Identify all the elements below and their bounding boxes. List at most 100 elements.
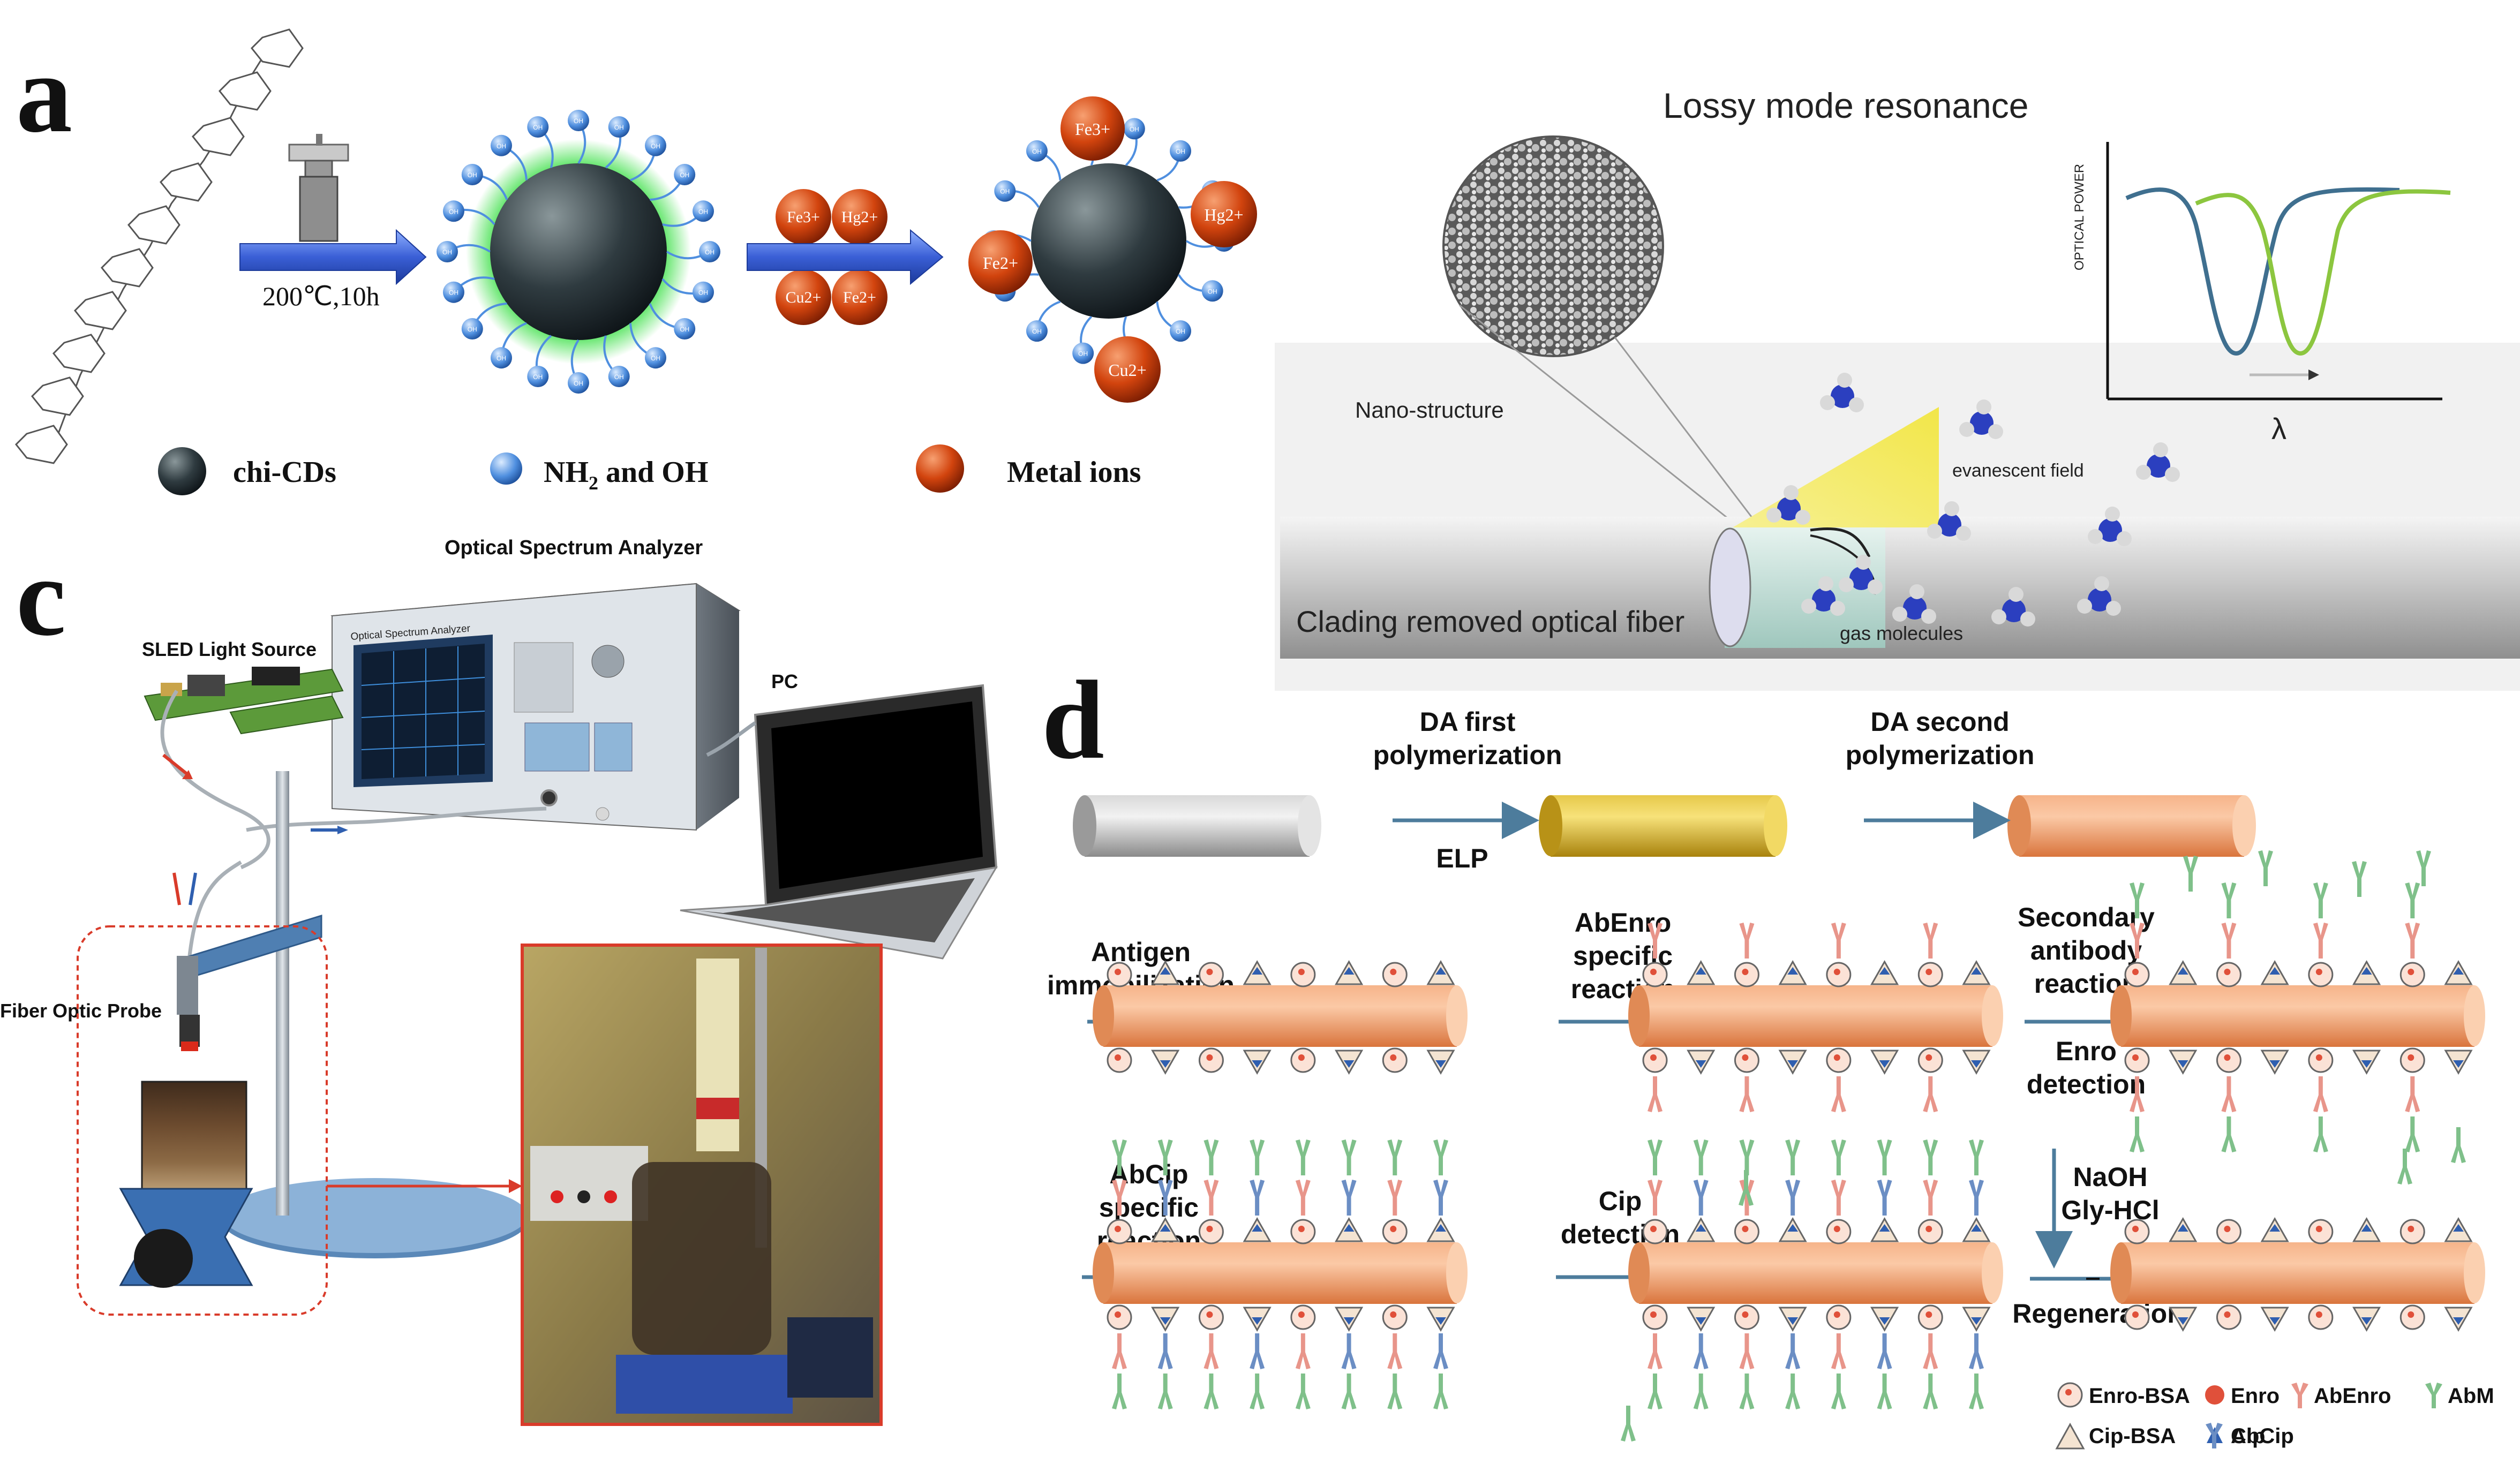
legend-cds: chi-CDs <box>233 456 336 489</box>
surface-group <box>490 134 512 156</box>
gas-molecule <box>2136 442 2180 482</box>
cip <box>1695 1060 1706 1068</box>
surface-group <box>1201 280 1223 302</box>
cip <box>1160 1317 1171 1325</box>
enro <box>2315 1311 2322 1318</box>
enro <box>2224 1311 2231 1318</box>
field-label: evanescent field <box>1952 461 2084 481</box>
binding-arrow <box>747 229 944 285</box>
abenro <box>1648 923 1663 959</box>
gas-molecule <box>1927 501 1971 541</box>
abenro <box>2130 923 2145 959</box>
surface-group <box>1072 342 1094 364</box>
legend-enro: Enro <box>2231 1384 2280 1408</box>
abenro <box>2221 923 2237 959</box>
panel-d-legend: Enro-BSA Enro AbEnro AbM Cip-BSA Cip AbC… <box>2055 1382 2494 1450</box>
cip <box>1343 1224 1355 1232</box>
enro <box>1390 969 1397 975</box>
abm <box>1157 1139 1173 1175</box>
abenro <box>1387 1333 1403 1369</box>
abcip <box>1693 1180 1709 1216</box>
gas-molecule <box>2077 576 2121 616</box>
panel-a-legend: chi-CDs NH2 and OH Metal ions <box>158 444 1141 495</box>
pc-label: PC <box>771 670 798 692</box>
surface-group <box>568 372 589 394</box>
surface-group <box>674 318 696 340</box>
abm <box>1648 1374 1663 1409</box>
abm <box>1341 1139 1357 1175</box>
abenro <box>1831 1180 1846 1216</box>
abenro <box>1739 1076 1755 1112</box>
abenro <box>1831 923 1846 959</box>
abenro <box>1203 1180 1219 1216</box>
enro <box>1925 1226 1932 1232</box>
abm <box>2221 882 2237 918</box>
enro <box>1742 1226 1749 1232</box>
abm <box>1203 1139 1219 1175</box>
ion-label: Fe3+ <box>1075 119 1110 139</box>
abenro <box>1295 1180 1311 1216</box>
enro <box>2224 969 2231 975</box>
functional-rod <box>2110 882 2485 1152</box>
abcip <box>1250 1333 1265 1369</box>
abenro <box>1739 1180 1755 1216</box>
setup-photo <box>521 944 883 1426</box>
panel-b-figure: Lossy mode resonance Nano-structure OPTI… <box>1275 0 2520 691</box>
enro <box>2132 969 2139 975</box>
cip <box>2177 967 2188 975</box>
legend-enro-bsa: Enro-BSA <box>2089 1384 2190 1408</box>
panel-c-figure: Optical Spectrum Analyzer SLED Light Sou… <box>0 537 998 1426</box>
abm <box>1433 1374 1448 1409</box>
surface-group <box>674 163 696 185</box>
cip <box>1695 967 1706 975</box>
cip <box>1160 967 1171 975</box>
enro <box>2315 1054 2322 1061</box>
legend-abenro: AbEnro <box>2314 1384 2391 1408</box>
abenro <box>1923 1180 1938 1216</box>
surface-group-label: OH <box>497 354 506 362</box>
surface-group <box>568 110 589 131</box>
enro <box>2224 1226 2231 1232</box>
enro <box>1115 1311 1121 1318</box>
abm <box>1693 1139 1709 1175</box>
cip <box>1971 967 1982 975</box>
inset-xlabel: λ <box>2271 412 2286 446</box>
enro <box>1206 969 1213 975</box>
legend-cip-bsa: Cip-BSA <box>2089 1424 2176 1448</box>
functional-rod <box>1628 1139 2003 1409</box>
surface-group-label: OH <box>1032 148 1042 155</box>
panel-a-figure: 200℃,10h OHOHOHOHOHOHOHOHOHOHOHOHOHOHOHO… <box>14 28 1257 495</box>
panel-a-letter: a <box>16 32 72 156</box>
curve-after <box>2195 189 2451 356</box>
surface-group-label: OH <box>1000 188 1010 195</box>
enro <box>1650 1054 1657 1061</box>
surface-group <box>994 180 1016 202</box>
abm <box>2405 1116 2420 1152</box>
pc-laptop <box>680 684 998 960</box>
cip <box>1787 1317 1799 1325</box>
surface-group-label: OH <box>497 142 506 150</box>
functional-rod <box>1628 923 2003 1112</box>
enro <box>2408 1311 2414 1318</box>
abenro <box>1831 1076 1846 1112</box>
enro <box>2408 969 2414 975</box>
surface-group-label: OH <box>574 380 583 387</box>
surface-group-label: OH <box>1078 350 1088 358</box>
cip <box>1343 1060 1355 1068</box>
abenro <box>1923 923 1938 959</box>
abm <box>1112 1374 1127 1409</box>
gas-label: gas molecules <box>1840 622 1963 644</box>
abm <box>2313 882 2328 918</box>
enro <box>1390 1226 1397 1232</box>
abcip <box>1785 1180 1801 1216</box>
abenro <box>1295 1333 1311 1369</box>
enro <box>1115 1054 1121 1061</box>
cip <box>1695 1224 1706 1232</box>
abm <box>2313 1116 2328 1152</box>
abm <box>2352 861 2367 897</box>
surface-group <box>1026 320 1048 342</box>
abm <box>1785 1374 1801 1409</box>
